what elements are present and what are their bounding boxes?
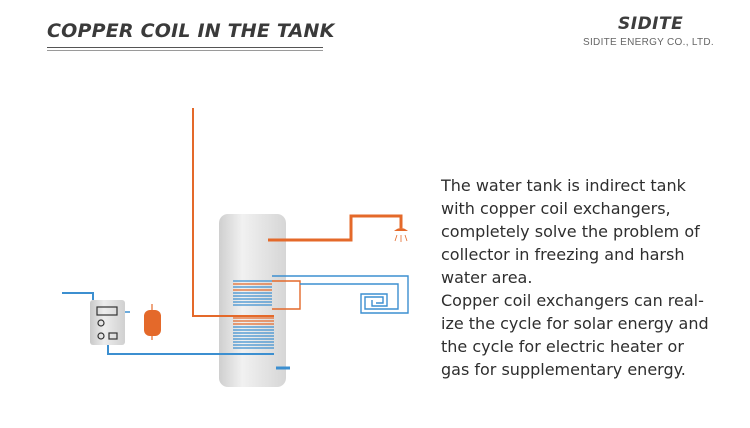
lower-copper-coil xyxy=(233,317,274,349)
controller-icon xyxy=(90,300,130,345)
expansion-tank-icon xyxy=(144,304,161,340)
hot-outlet-pipe xyxy=(268,214,403,242)
title-underline-secondary xyxy=(47,50,323,51)
controller-feed-pipe xyxy=(62,292,94,300)
brand-logo: SIDITE xyxy=(618,14,684,34)
shower-head-icon xyxy=(394,228,408,242)
company-name: SIDITE ENERGY CO., LTD. xyxy=(583,37,714,48)
title-underline xyxy=(47,47,323,48)
hot-inlet-pipe xyxy=(192,108,274,317)
description-paragraph-2: Copper coil exchangers can real- ize the… xyxy=(441,291,709,379)
collector-loop-outer xyxy=(272,275,409,314)
controller-return-pipe xyxy=(107,344,274,355)
upper-copper-coil xyxy=(233,280,272,306)
description-paragraph-1: The water tank is indirect tank with cop… xyxy=(441,176,700,287)
collector-loop-orange xyxy=(272,280,301,310)
page-title: COPPER COIL IN THE TANK xyxy=(47,20,335,42)
description-text: The water tank is indirect tank with cop… xyxy=(441,174,741,381)
water-tank xyxy=(219,214,286,387)
collector-loop-inner xyxy=(300,283,399,310)
